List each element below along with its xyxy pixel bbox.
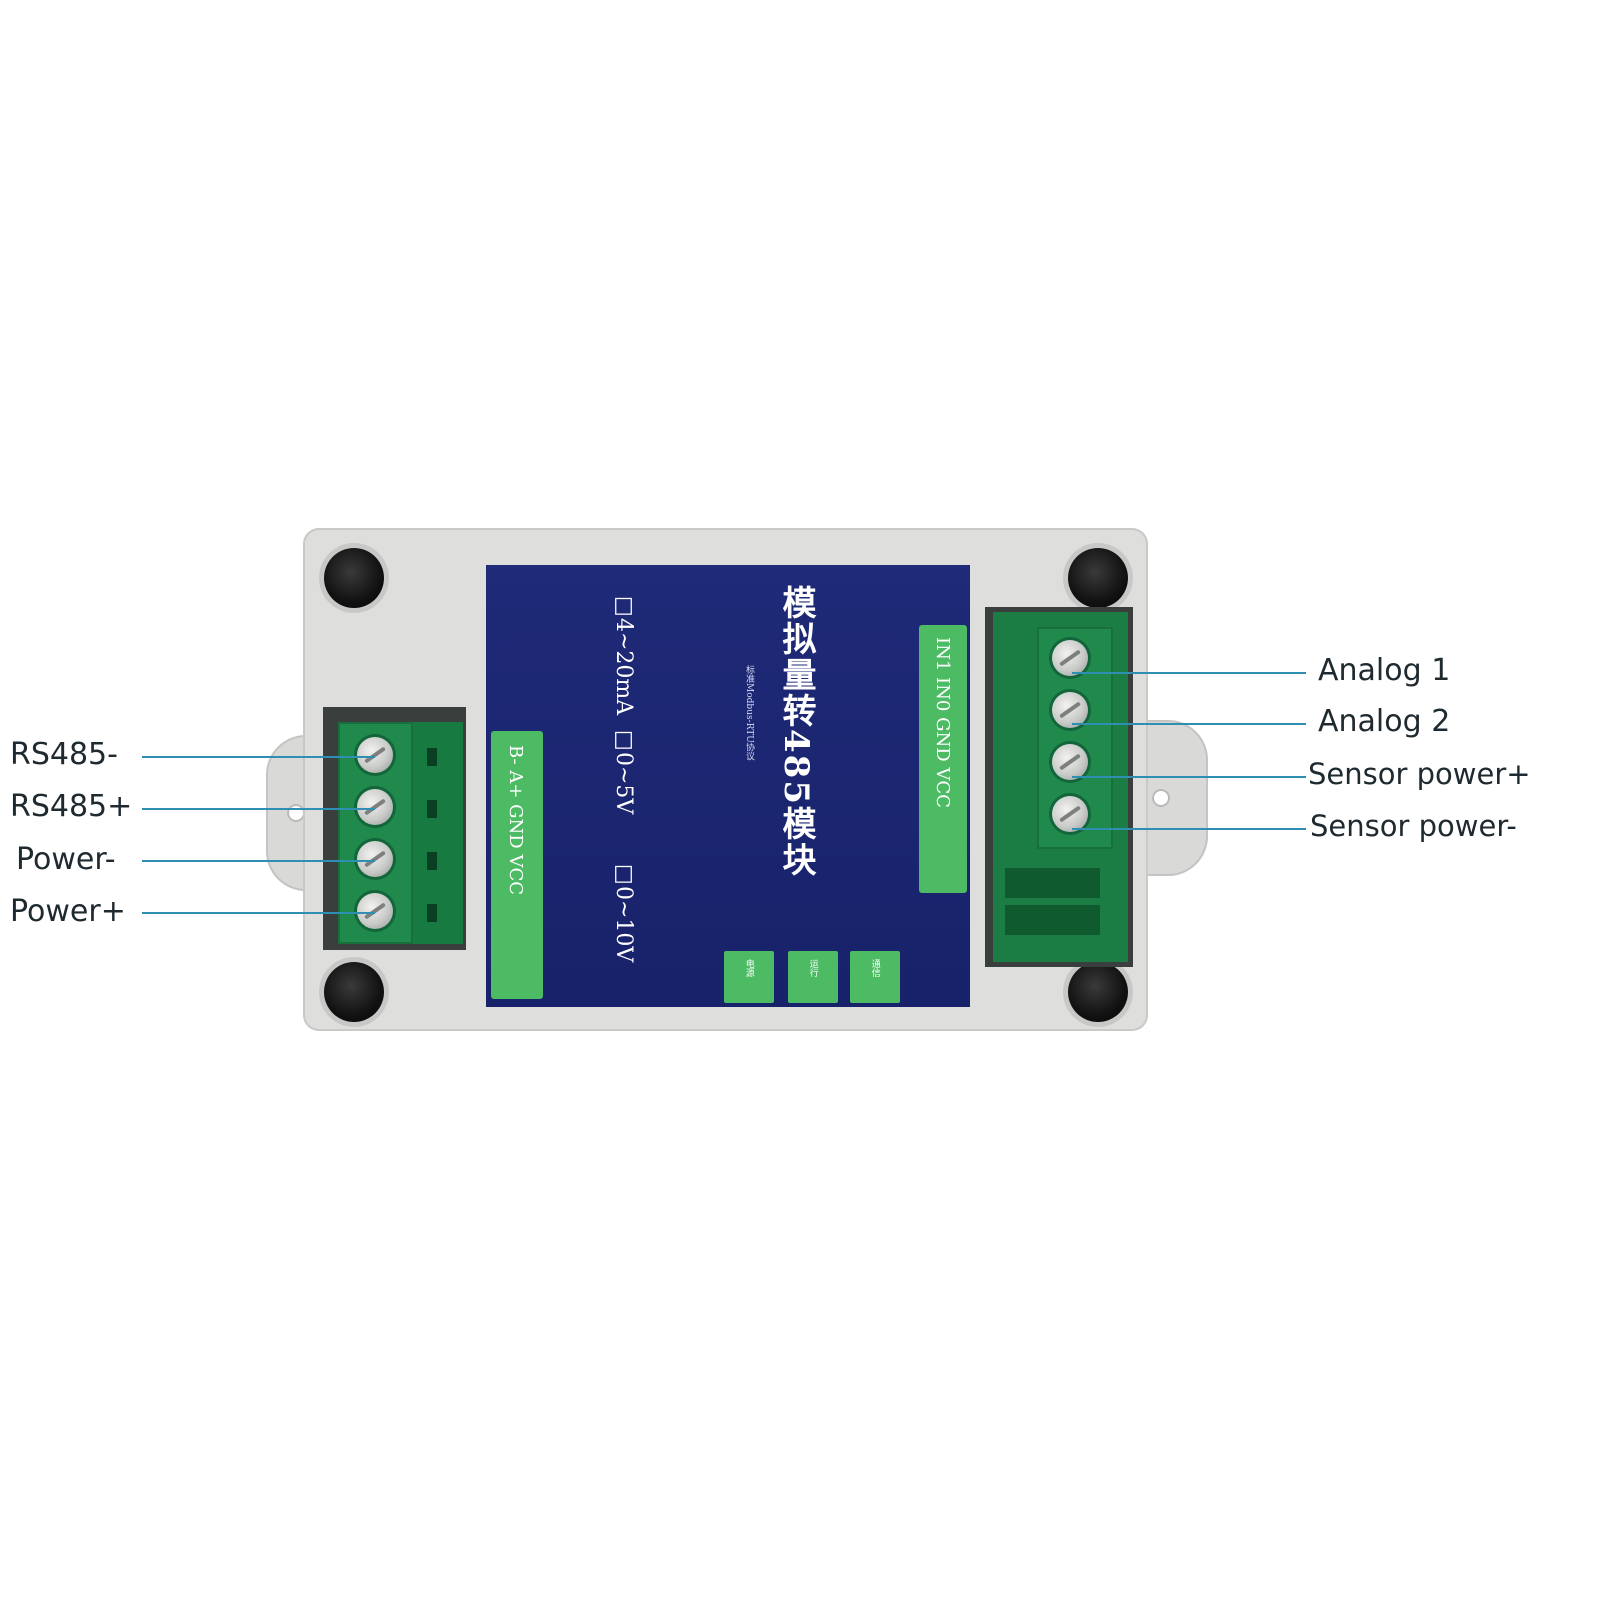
leader-power-plus (142, 912, 375, 914)
leader-sensor-power-minus (1072, 828, 1306, 830)
range-option-0-5v: □0~5V (611, 727, 636, 815)
leader-rs485-plus (142, 808, 375, 810)
analog-pin-labels: IN1 IN0 GND VCC (932, 637, 953, 808)
rs485-pin-strip: B- A+ GND VCC (491, 731, 543, 999)
module-title: 模拟量转485模块 (776, 585, 816, 878)
terminal-screw-icon[interactable] (357, 893, 393, 929)
callout-power-plus: Power+ (10, 894, 126, 929)
mounting-screw-icon (1068, 962, 1128, 1022)
mounting-screw-icon (1068, 548, 1128, 608)
leader-sensor-power-plus (1072, 776, 1306, 778)
callout-rs485-plus: RS485+ (10, 789, 133, 824)
label-plate: 模拟量转485模块 标准Modbus-RTU协议 □4~20mA □0~5V □… (486, 565, 970, 1007)
terminal-screw-icon[interactable] (1052, 640, 1088, 676)
callout-rs485-minus: RS485- (10, 737, 118, 772)
terminal-screw-icon[interactable] (357, 789, 393, 825)
leader-power-minus (142, 860, 375, 862)
callout-analog-1: Analog 1 (1318, 653, 1451, 688)
range-option-4-20ma: □4~20mA (611, 593, 636, 716)
left-terminal-rail (413, 722, 463, 944)
range-option-0-10v: □0~10V (611, 861, 636, 963)
terminal-screw-icon[interactable] (357, 841, 393, 877)
terminal-screw-icon[interactable] (1052, 796, 1088, 832)
pcb-component-row (1005, 905, 1100, 935)
callout-sensor-power-minus: Sensor power- (1310, 809, 1517, 843)
analog-pin-strip: IN1 IN0 GND VCC (919, 625, 967, 893)
callout-power-minus: Power- (16, 842, 116, 877)
leader-rs485-minus (142, 756, 375, 758)
terminal-screw-icon[interactable] (1052, 692, 1088, 728)
callout-sensor-power-plus: Sensor power+ (1308, 757, 1531, 791)
mounting-screw-icon (324, 548, 384, 608)
indicator-run: 运行 (788, 951, 838, 1003)
leader-analog-1 (1072, 672, 1306, 674)
terminal-screw-icon[interactable] (1052, 744, 1088, 780)
pcb-component-row (1005, 868, 1100, 898)
mounting-hole-right (1152, 789, 1170, 807)
mounting-screw-icon (324, 962, 384, 1022)
module-subtitle: 标准Modbus-RTU协议 (744, 665, 754, 761)
leader-analog-2 (1072, 723, 1306, 725)
rs485-pin-labels: B- A+ GND VCC (505, 745, 526, 895)
indicator-power: 电源 (724, 951, 774, 1003)
indicator-comm: 通信 (850, 951, 900, 1003)
terminal-screw-icon[interactable] (357, 737, 393, 773)
callout-analog-2: Analog 2 (1318, 704, 1451, 739)
